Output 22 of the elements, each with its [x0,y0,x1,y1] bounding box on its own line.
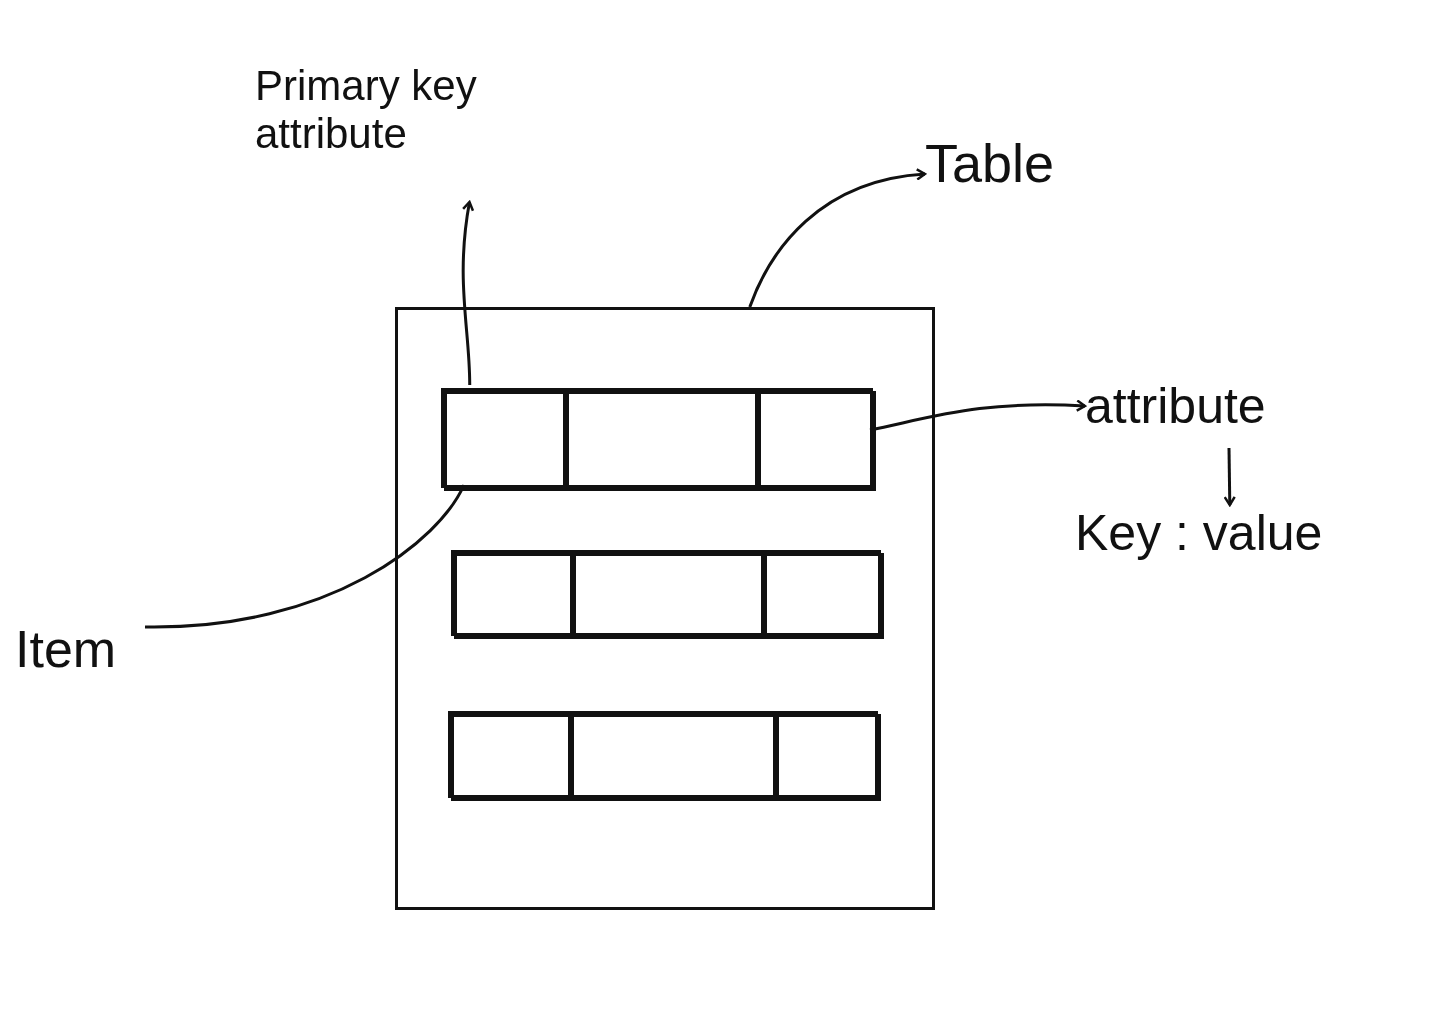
leader-arrow [748,168,927,308]
attribute-cell [571,714,776,801]
callout-label: Table [925,132,1125,202]
callout-label: attribute [1085,378,1445,448]
attribute-cell [758,391,876,491]
item-row [441,388,873,488]
attribute-cell [566,391,758,491]
item-row [451,550,881,636]
attribute-cell [764,553,884,639]
callout-label: Primary key attribute [255,62,585,202]
attribute-cell [776,714,881,801]
leader-arrow [461,200,475,386]
callout-label: Key : value [1075,505,1435,575]
attribute-cell [444,391,566,491]
attribute-cell [454,553,573,639]
leader-line [144,484,466,629]
item-row [448,711,878,798]
attribute-cell [573,553,764,639]
callout-label: Item [15,620,145,690]
table-outline [395,307,935,910]
attribute-cell [451,714,571,801]
leader-arrow [1223,447,1236,507]
